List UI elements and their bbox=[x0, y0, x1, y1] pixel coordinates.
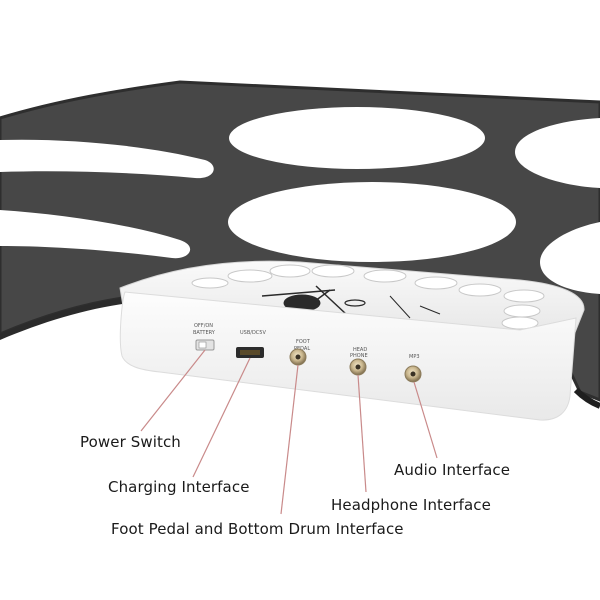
headphone-interface-label: Headphone Interface bbox=[331, 496, 491, 514]
drum-pad-right-bottom bbox=[540, 222, 600, 294]
power-cable bbox=[573, 387, 600, 409]
callout-lines bbox=[140, 349, 438, 515]
foot-pedal-jack bbox=[289, 348, 307, 366]
drum-pad-middle bbox=[228, 182, 516, 262]
port-labels: OFF/ON BATTERY USB/DC5V FOOT PEDAL HEAD … bbox=[193, 323, 420, 360]
usb-port bbox=[236, 347, 264, 358]
callout-line-headphone bbox=[357, 374, 367, 493]
switch-label-2: BATTERY bbox=[193, 330, 216, 336]
callout-line-power bbox=[140, 349, 206, 432]
power-switch bbox=[195, 339, 215, 351]
charging-interface-label: Charging Interface bbox=[108, 478, 250, 496]
switch-label-1: OFF/ON bbox=[194, 323, 213, 329]
control-box-front bbox=[119, 291, 577, 421]
head-label-2: PHONE bbox=[350, 353, 368, 359]
head-label-1: HEAD bbox=[353, 347, 367, 353]
mat-notch-2 bbox=[0, 210, 191, 259]
drum-pad-top bbox=[229, 107, 485, 169]
foot-label-1: FOOT bbox=[296, 339, 311, 345]
headphone-jack bbox=[349, 358, 367, 376]
drum-pad-right-top bbox=[515, 118, 600, 188]
audio-interface-label: Audio Interface bbox=[394, 461, 511, 479]
usb-label: USB/DC5V bbox=[240, 330, 266, 336]
foot-label-2: PEDAL bbox=[294, 346, 310, 352]
power-switch-label: Power Switch bbox=[80, 433, 181, 451]
callout-line-audio bbox=[413, 381, 438, 459]
top-buttons bbox=[191, 264, 545, 330]
mat-notch-1 bbox=[0, 139, 214, 179]
audio-jack bbox=[404, 365, 422, 383]
callout-line-charging bbox=[192, 357, 251, 478]
callout-line-foot bbox=[280, 364, 299, 515]
foot-pedal-interface-label: Foot Pedal and Bottom Drum Interface bbox=[111, 520, 404, 538]
mp3-label: MP3 bbox=[409, 354, 420, 360]
